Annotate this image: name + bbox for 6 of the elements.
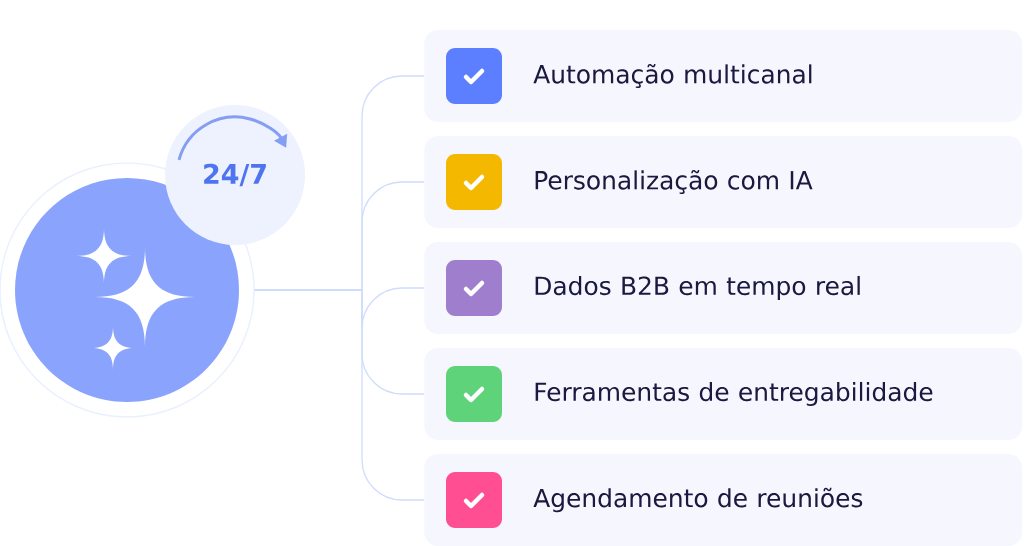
connector-line bbox=[254, 289, 425, 501]
feature-card: Automação multicanal bbox=[424, 30, 1023, 122]
feature-card: Dados B2B em tempo real bbox=[424, 242, 1023, 334]
feature-card: Ferramentas de entregabilidade bbox=[424, 348, 1023, 440]
feature-card: Personalização com IA bbox=[424, 136, 1023, 228]
feature-card: Agendamento de reuniões bbox=[424, 454, 1023, 546]
